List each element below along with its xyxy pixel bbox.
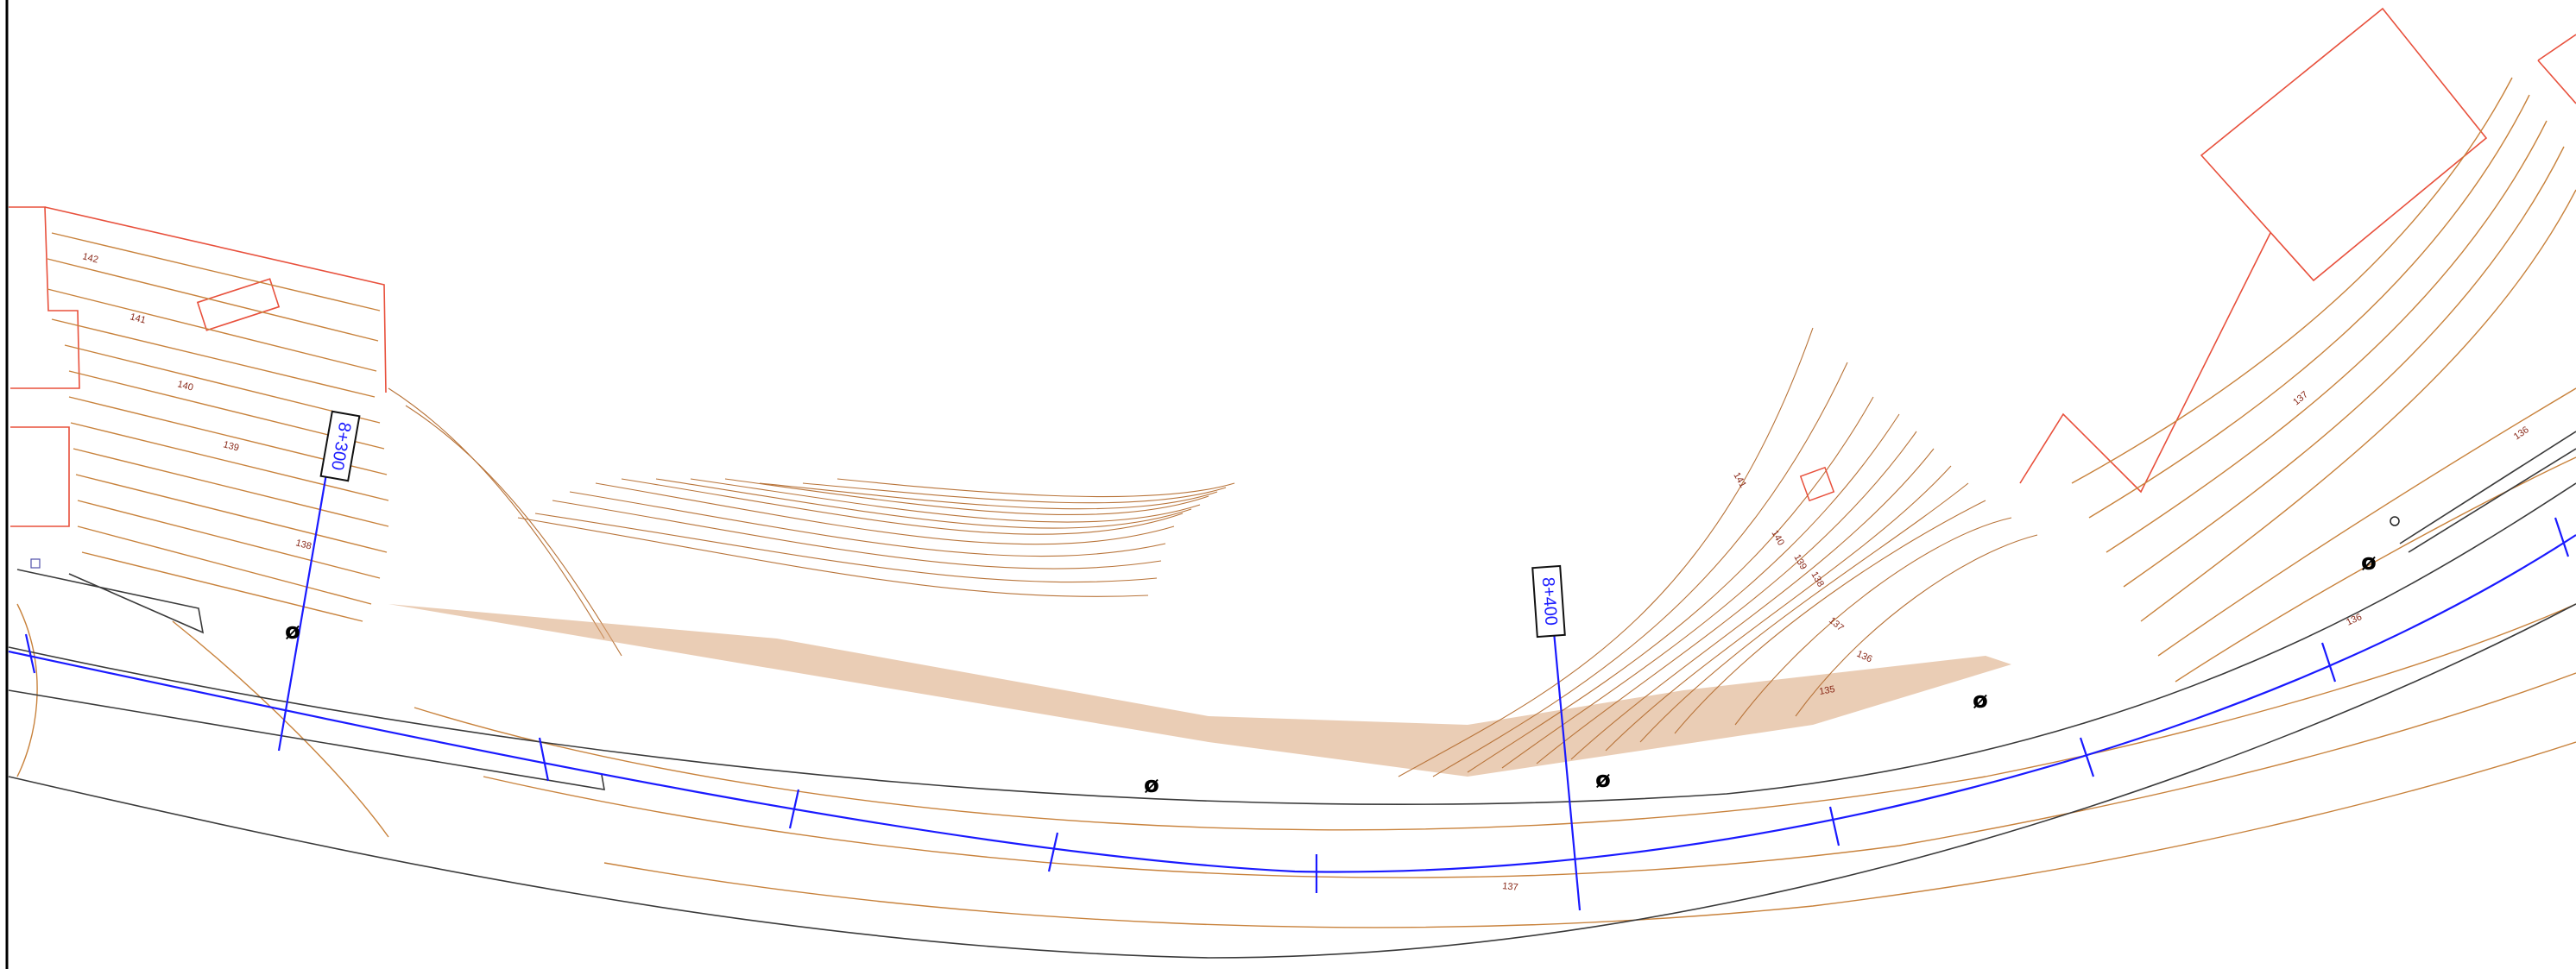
- contours-top-left: [47, 232, 389, 622]
- station-label-8-300[interactable]: 8+300: [319, 410, 361, 482]
- elevation-label: 141: [129, 311, 147, 325]
- survey-point-icon: [2390, 516, 2400, 526]
- pole-icon: ø: [1595, 767, 1611, 793]
- contours-lower: [16, 603, 2576, 928]
- elevation-label: 136: [2512, 425, 2531, 442]
- building-left: [9, 206, 387, 527]
- elevation-labels: 142 141 140 139 138 141 140 139 138 137 …: [81, 251, 2531, 893]
- station-text: 8+400: [1538, 576, 1561, 626]
- station-label-8-400[interactable]: 8+400: [1531, 564, 1566, 639]
- road-edges: [8, 431, 2576, 959]
- elevation-label: 136: [2345, 612, 2364, 628]
- contours-right: [2071, 77, 2576, 683]
- pole-icon: ø: [285, 619, 300, 645]
- elevation-label: 137: [2291, 389, 2310, 407]
- alignment: [8, 448, 2576, 911]
- elevation-label: 139: [222, 439, 240, 453]
- elevation-label: 139: [1791, 553, 1809, 572]
- contours-fan-left: [388, 387, 1235, 657]
- elevation-label: 137: [1502, 881, 1519, 893]
- building-right: [2019, 7, 2576, 494]
- pole-icon: ø: [1973, 688, 1988, 714]
- elevation-label: 138: [294, 538, 313, 551]
- small-marker: [30, 558, 41, 569]
- elevation-label: 137: [1827, 615, 1846, 633]
- elevation-label: 135: [1818, 684, 1835, 697]
- elevation-label: 140: [176, 379, 194, 393]
- contours-fan-right: [1398, 327, 2038, 777]
- elevation-label: 138: [1809, 570, 1826, 589]
- elevation-label: 142: [81, 251, 99, 265]
- elevation-label: 136: [1855, 649, 1874, 665]
- elevation-label: 140: [1769, 529, 1786, 548]
- utility-poles: ø ø ø ø ø: [285, 550, 2377, 798]
- survey-marker-box: [1799, 466, 1835, 502]
- slope-shading: [388, 604, 2011, 777]
- pole-icon: ø: [1144, 772, 1159, 798]
- elevation-label: 141: [1731, 471, 1748, 490]
- pole-icon: ø: [2361, 550, 2377, 576]
